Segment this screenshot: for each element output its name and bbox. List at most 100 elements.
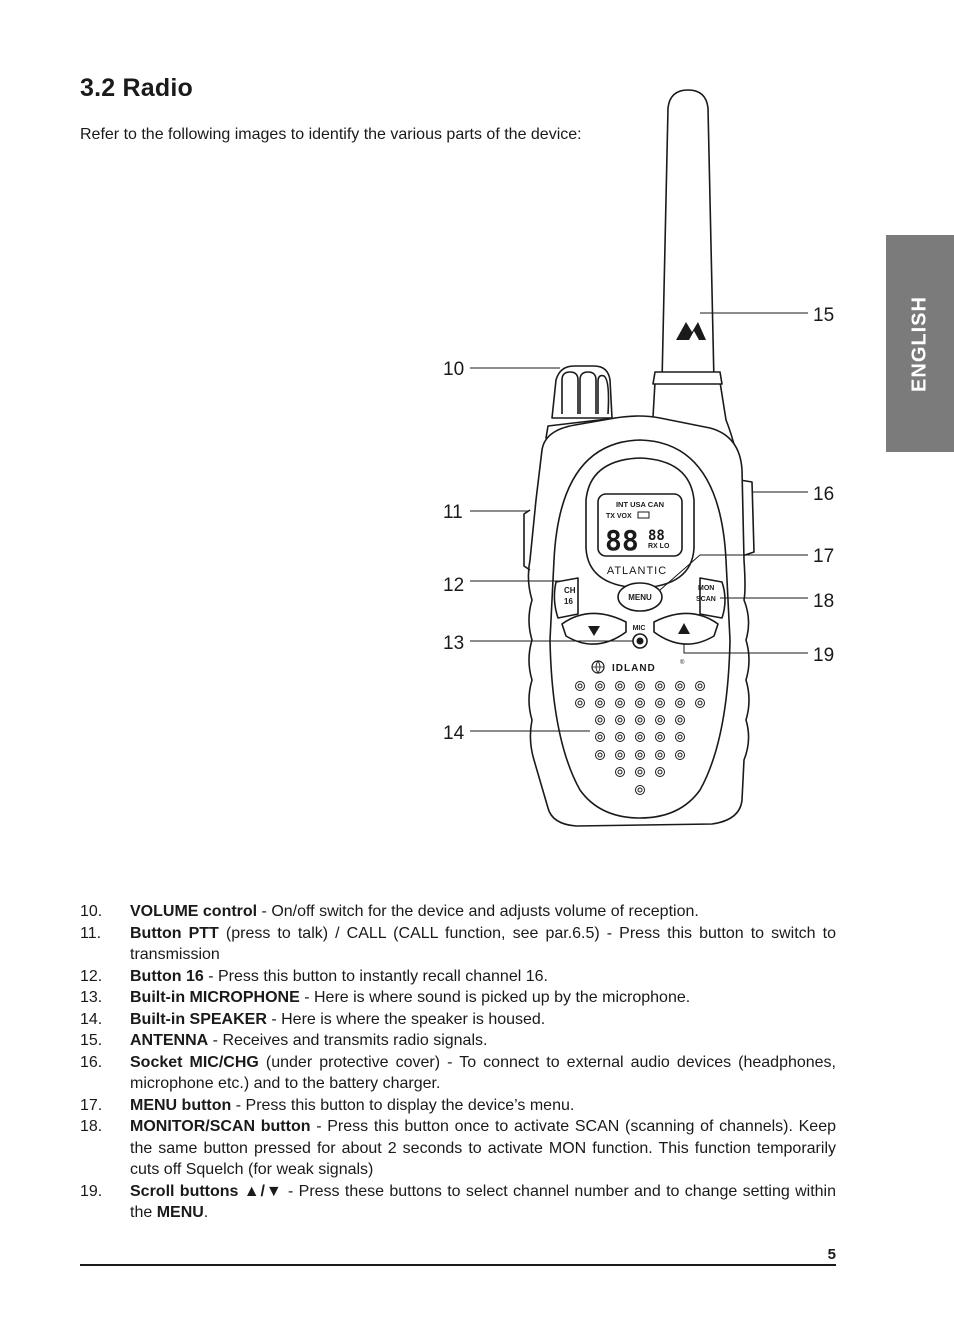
speaker-hole: [635, 785, 645, 795]
item-tail-bold: MENU: [156, 1204, 204, 1221]
speaker-hole-inner: [657, 752, 663, 758]
speaker-hole: [635, 750, 645, 760]
speaker-hole: [615, 732, 625, 742]
item-term: VOLUME control: [130, 903, 258, 920]
speaker-hole: [675, 732, 685, 742]
item-term: Built-in MICROPHONE: [130, 989, 300, 1006]
speaker-hole: [655, 681, 665, 691]
speaker-hole: [675, 715, 685, 725]
speaker-hole-inner: [677, 717, 683, 723]
speaker-hole-inner: [597, 683, 603, 689]
item-description: - Press these buttons to select channel …: [130, 1182, 836, 1222]
speaker-hole-inner: [657, 683, 663, 689]
menu-button-label: MENU: [628, 593, 652, 602]
radio-figure: INT USA CAN TX VOX 88 88 RX LO ATLANTIC …: [443, 89, 834, 827]
item-description: - Here is where the speaker is housed.: [266, 1010, 546, 1028]
item-number: 13.: [80, 989, 103, 1006]
antenna-logo: [676, 322, 706, 340]
speaker-hole: [595, 715, 605, 725]
speaker-grille: [575, 681, 705, 795]
speaker-hole-inner: [697, 700, 703, 706]
mon-button-label: MON: [698, 585, 714, 592]
ch-button-label-1: CH: [564, 586, 576, 595]
item-term: MENU button: [130, 1096, 232, 1114]
volume-knob: [551, 365, 613, 419]
speaker-hole-inner: [677, 752, 683, 758]
item-number: 10.: [80, 903, 103, 920]
battery-icon: [637, 511, 650, 519]
list-item: 14.Built-in SPEAKER - Here is where the …: [80, 1009, 836, 1031]
speaker-hole-inner: [657, 700, 663, 706]
speaker-hole: [635, 681, 645, 691]
item-description: - Press this button to instantly recall …: [203, 967, 548, 985]
speaker-hole: [595, 750, 605, 760]
model-label: ATLANTIC: [607, 565, 667, 577]
speaker-hole-inner: [657, 734, 663, 740]
callout-12: 12: [443, 575, 464, 596]
brand-label: IDLAND: [612, 663, 656, 674]
list-item: 19. Scroll buttons ▲/▼ - Press these butt…: [80, 1181, 836, 1224]
speaker-hole-inner: [677, 734, 683, 740]
lcd-digits: 88: [605, 524, 639, 557]
speaker-hole-inner: [617, 717, 623, 723]
item-number: 19.: [80, 1182, 103, 1200]
speaker-hole-inner: [637, 787, 643, 793]
footer-rule: [80, 1264, 836, 1266]
callout-19: 19: [813, 645, 834, 666]
speaker-hole-inner: [637, 769, 643, 775]
antenna-drawing: [661, 89, 715, 383]
speaker-hole: [615, 750, 625, 760]
item-number: 12.: [80, 967, 103, 985]
speaker-hole: [675, 750, 685, 760]
item-description: (under protective cover) - To connect to…: [130, 1053, 837, 1093]
callout-15: 15: [813, 305, 834, 326]
item-number: 15.: [80, 1032, 103, 1049]
brand-registered-mark: ®: [680, 659, 685, 666]
callout-13: 13: [443, 633, 464, 654]
menu-button-shape: [617, 582, 663, 612]
section-title: 3.2 Radio: [80, 74, 193, 102]
speaker-hole: [575, 698, 585, 708]
item-term: Button 16: [130, 967, 204, 985]
scroll-up-arrow-icon: [678, 623, 690, 634]
scroll-down-arrow-icon: [588, 626, 600, 636]
speaker-hole-inner: [657, 717, 663, 723]
item-term: Button PTT: [130, 924, 219, 942]
item-term: MONITOR/SCAN button: [130, 1118, 311, 1135]
speaker-hole-inner: [617, 700, 623, 706]
item-number: 11.: [80, 924, 102, 942]
mon-scan-button-shape: [699, 577, 726, 619]
item-description: - Press this button once to activate SCA…: [130, 1118, 837, 1178]
scan-button-label: SCAN: [696, 596, 716, 603]
speaker-hole: [595, 732, 605, 742]
speaker-hole-inner: [597, 717, 603, 723]
speaker-hole: [615, 681, 625, 691]
speaker-hole: [635, 732, 645, 742]
speaker-hole: [595, 698, 605, 708]
ch-button-label-2: 16: [564, 597, 573, 606]
speaker-hole-inner: [577, 700, 583, 706]
speaker-hole-inner: [677, 683, 683, 689]
item-description: - Receives and transmits radio signals.: [208, 1032, 488, 1049]
page-number: 5: [827, 1246, 836, 1263]
speaker-hole: [635, 767, 645, 777]
item-term: Scroll buttons ▲/▼: [130, 1182, 283, 1200]
callout-17: 17: [813, 546, 834, 567]
speaker-hole: [675, 681, 685, 691]
lcd-small-digits: 88: [648, 528, 665, 544]
speaker-hole: [675, 698, 685, 708]
item-term: ANTENNA: [130, 1032, 209, 1049]
callout-18: 18: [813, 591, 834, 612]
list-item: 15. ANTENNA - Receives and transmits radi…: [80, 1030, 836, 1052]
speaker-hole: [615, 715, 625, 725]
language-tab: ENGLISH: [886, 235, 954, 452]
item-number: 14.: [80, 1010, 103, 1028]
item-term: Socket MIC/CHG: [130, 1053, 259, 1071]
speaker-hole: [695, 681, 705, 691]
parts-list: 10.VOLUME control - On/off switch for th…: [80, 901, 836, 1224]
speaker-hole-inner: [637, 700, 643, 706]
speaker-hole-inner: [637, 734, 643, 740]
speaker-hole-inner: [617, 769, 623, 775]
lcd-rx-lo: RX LO: [648, 543, 670, 550]
list-item: 10.VOLUME control - On/off switch for th…: [80, 901, 836, 923]
